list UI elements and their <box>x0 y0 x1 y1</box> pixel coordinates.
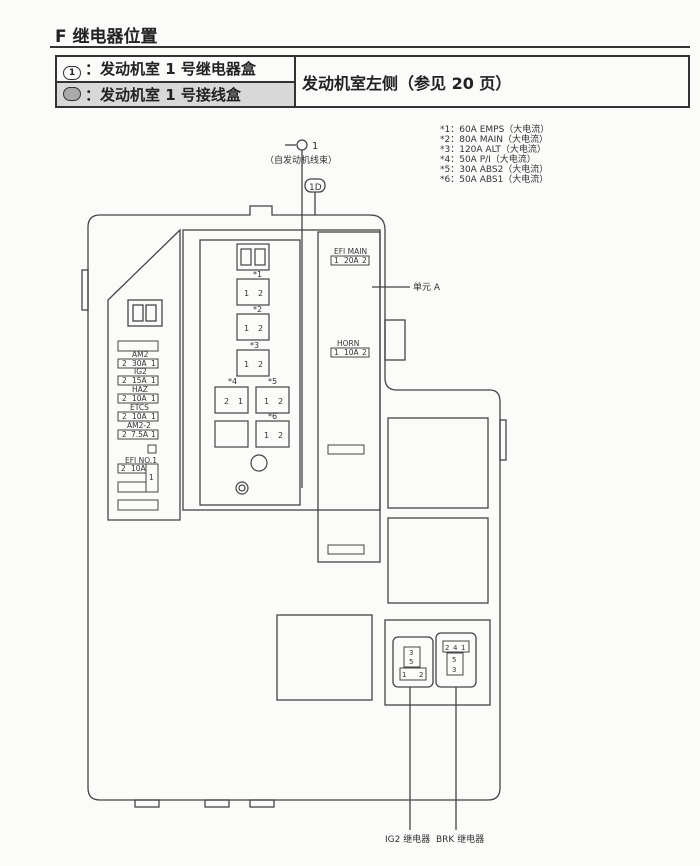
ig2-relay-icon <box>392 636 434 688</box>
relay-box-outline <box>87 205 501 801</box>
fuse-name: EFI NO.1 <box>125 456 157 465</box>
page-title: F 继电器位置 <box>55 27 158 47</box>
efi-main-fuse-name: EFI MAIN <box>334 247 367 256</box>
relay-box-symbol-icon: 1 <box>63 66 81 80</box>
relay-pin: 1 <box>244 289 249 298</box>
fuse-amp: 15A <box>132 376 148 385</box>
unit-a-label: 单元 A <box>413 281 441 293</box>
efi-main-fuse-amp: 20A <box>344 256 360 265</box>
junction-box-symbol-icon <box>63 87 81 101</box>
relay-box-cell: 1 ：发动机室 1 号继电器盒 <box>55 55 296 83</box>
link-star-5: *5 <box>268 377 277 386</box>
relay-pin: 1 <box>264 431 269 440</box>
fuse-pin: 2 <box>362 348 367 357</box>
relay-pin: 2 <box>278 431 283 440</box>
legend-item: *1：60A EMPS（大电流） <box>440 123 549 135</box>
fuse-amp: 10A <box>132 394 148 403</box>
horn-fuse-amp: 10A <box>344 348 360 357</box>
title-rule <box>50 46 690 48</box>
fuse-pin: 1 <box>334 348 339 357</box>
relay-pin: 4 <box>453 644 458 652</box>
junction-box-label: ：发动机室 1 号接线盒 <box>85 86 241 104</box>
relay-pin: 1 <box>244 360 249 369</box>
relay-pin: 1 <box>238 397 243 406</box>
relay-pin: 3 <box>409 649 413 657</box>
fuse-pin: 1 <box>151 412 156 421</box>
legend-item: *5：30A ABS2（大电流） <box>440 163 548 175</box>
legend-item: *6：50A ABS1（大电流） <box>440 173 548 185</box>
relay-pin: 5 <box>452 656 456 664</box>
fuse-pin: 1 <box>149 473 154 482</box>
relay-pin: 1 <box>461 644 465 652</box>
fuse-name: AM2 <box>132 350 149 359</box>
brk-relay-label: BRK 继电器 <box>436 833 484 845</box>
fuse-amp: 7.5A <box>131 430 149 439</box>
link-star-2: *2 <box>253 305 262 314</box>
link-star-6: *6 <box>268 412 277 421</box>
horn-fuse-name: HORN <box>337 339 359 348</box>
connector-label: 1 <box>312 141 318 152</box>
legend-item: *3：120A ALT（大电流） <box>440 143 546 155</box>
relay-pin: 2 <box>419 671 423 679</box>
link-star-1: *1 <box>253 270 262 279</box>
fuse-name: HAZ <box>132 385 148 394</box>
fuse-legend: *1：60A EMPS（大电流） *2：80A MAIN（大电流） *3：120… <box>440 123 549 185</box>
fuse-pin: 1 <box>151 430 156 439</box>
relay-pin: 2 <box>278 397 283 406</box>
relay-pin: 2 <box>224 397 229 406</box>
relay-pin: 1 <box>402 671 406 679</box>
relay-box-label: ：发动机室 1 号继电器盒 <box>85 60 256 78</box>
fuse-pin: 1 <box>151 359 156 368</box>
link-star-3: *3 <box>250 341 259 350</box>
legend-item: *2：80A MAIN（大电流） <box>440 133 548 145</box>
fuse-pin: 2 <box>122 394 127 403</box>
fuse-pin: 2 <box>122 412 127 421</box>
fuse-pin: 1 <box>334 256 339 265</box>
ig2-relay-label: IG2 继电器 <box>385 833 430 845</box>
fuse-pin: 2 <box>122 430 127 439</box>
relay-pin: 3 <box>452 666 456 674</box>
location-table: 1 ：发动机室 1 号继电器盒 发动机室左侧（参见 20 页） ：发动机室 1 号… <box>55 55 690 108</box>
fuse-pin: 1 <box>151 394 156 403</box>
fuse-pin: 2 <box>362 256 367 265</box>
connector-note: （自发动机线束） <box>265 154 337 166</box>
fuse-pin: 2 <box>122 359 127 368</box>
relay-pin: 2 <box>445 644 449 652</box>
relay-pin: 2 <box>258 324 263 333</box>
engine-harness-connector-icon <box>285 139 308 151</box>
legend-item: *4：50A P/I（大电流） <box>440 153 536 165</box>
connector-id-label: 1D <box>309 183 322 193</box>
location-cell: 发动机室左侧（参见 20 页） <box>294 55 690 108</box>
junction-box-cell: ：发动机室 1 号接线盒 <box>55 81 296 108</box>
relay-pin: 2 <box>258 360 263 369</box>
fuse-pin: 1 <box>151 376 156 385</box>
relay-pin: 2 <box>258 289 263 298</box>
fuse-pin: 2 <box>122 376 127 385</box>
fuse-amp: 10A <box>131 464 147 473</box>
fuse-amp: 10A <box>132 412 148 421</box>
relay-pin: 1 <box>264 397 269 406</box>
fuse-name: ETCS <box>130 403 149 412</box>
fuse-name: IG2 <box>134 367 147 376</box>
fuse-name: AM2-2 <box>127 421 151 430</box>
relay-pin: 1 <box>244 324 249 333</box>
relay-pin: 5 <box>409 658 413 666</box>
link-star-4: *4 <box>228 377 237 386</box>
fuse-pin: 2 <box>121 464 126 473</box>
fuse-amp: 30A <box>132 359 148 368</box>
